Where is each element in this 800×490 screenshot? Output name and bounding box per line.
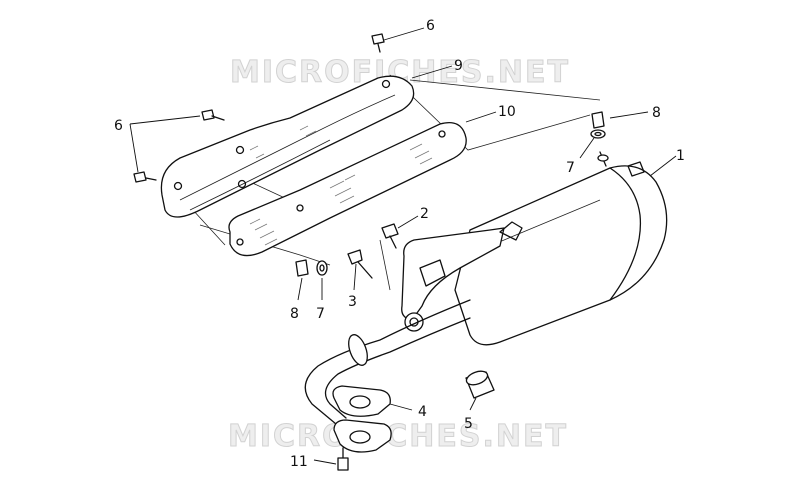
spacer-8-left xyxy=(295,259,309,277)
callout-7-left: 7 xyxy=(316,306,325,322)
washer-7-left xyxy=(316,260,328,276)
bolt-11 xyxy=(337,447,349,471)
bolt-6-top xyxy=(371,33,385,53)
callout-5: 5 xyxy=(464,416,473,432)
callout-9: 9 xyxy=(454,58,463,74)
exhaust-pipe xyxy=(304,299,471,425)
callout-10: 10 xyxy=(498,104,516,120)
callout-4: 4 xyxy=(418,404,427,420)
rubber-mount xyxy=(465,370,495,399)
callout-6-top: 6 xyxy=(426,18,435,34)
exhaust-flange xyxy=(332,385,392,453)
spacer-8-right xyxy=(591,111,605,129)
callout-3: 3 xyxy=(348,294,357,310)
bolt-6-left-upper xyxy=(201,109,225,121)
callout-6-left: 6 xyxy=(114,118,123,134)
mounting-bracket xyxy=(401,221,523,332)
callout-8-left: 8 xyxy=(290,306,299,322)
callout-11: 11 xyxy=(290,454,308,470)
heat-shield-inner xyxy=(228,121,467,257)
bolt-6-left-lower xyxy=(133,171,157,183)
bolt-3 xyxy=(347,249,373,279)
heat-shield-outer xyxy=(160,75,415,218)
callout-2: 2 xyxy=(420,206,429,222)
silencer xyxy=(454,151,668,346)
bolt-2 xyxy=(381,223,399,249)
callout-1: 1 xyxy=(676,148,685,164)
watermark-bottom: MICROFICHES.NET xyxy=(228,419,568,454)
washer-7-right xyxy=(590,129,606,139)
watermark-top: MICROFICHES.NET xyxy=(230,55,570,90)
callout-8-right: 8 xyxy=(652,105,661,121)
leader-lines xyxy=(129,27,677,465)
callout-7-right: 7 xyxy=(566,160,575,176)
